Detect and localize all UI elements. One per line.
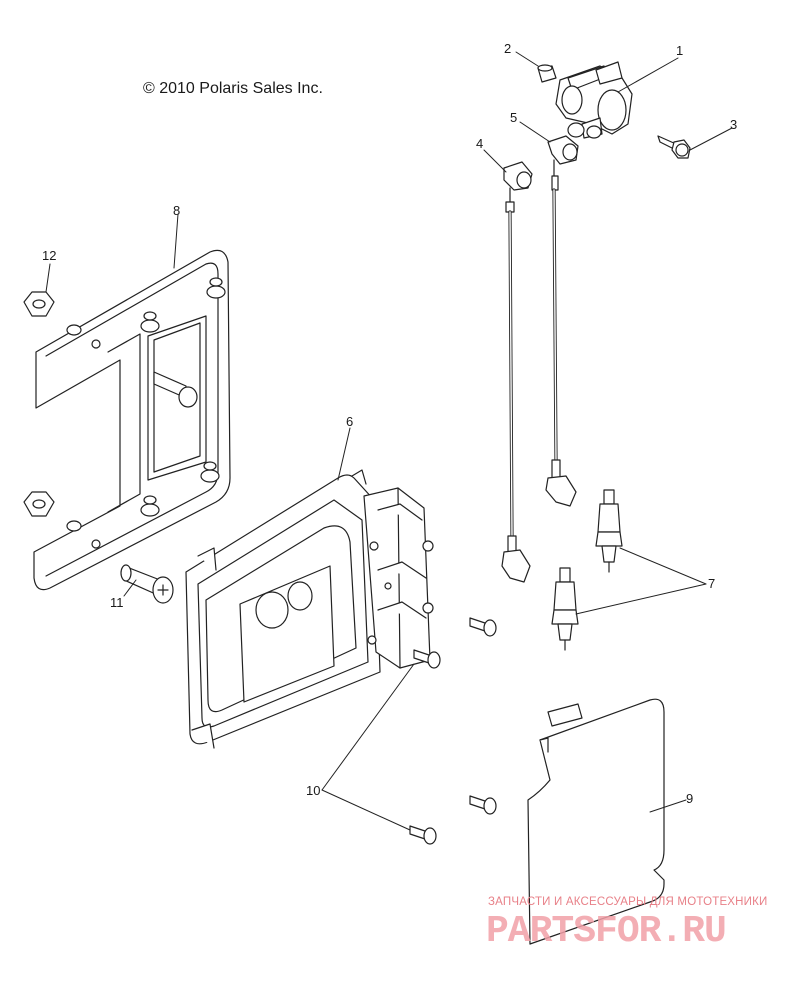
copyright-notice: © 2010 Polaris Sales Inc. — [143, 80, 323, 97]
callout-12: 12 — [42, 248, 57, 263]
watermark-tagline: ЗАПЧАСТИ И АКСЕССУАРЫ ДЛЯ МОТОТЕХНИКИ — [488, 896, 768, 908]
callout-7: 7 — [708, 576, 716, 591]
ecu-cover — [527, 698, 665, 945]
callout-2: 2 — [504, 41, 512, 56]
spark-plug — [551, 489, 623, 651]
callout-11: 11 — [110, 595, 124, 610]
callout-4: 4 — [476, 136, 484, 151]
callout-5: 5 — [510, 110, 518, 125]
coil-bolt — [657, 135, 691, 159]
ecu-module — [185, 469, 434, 749]
spark-plug-wire-short — [501, 161, 533, 583]
callout-8: 8 — [173, 203, 181, 218]
ignition-coil — [555, 61, 633, 139]
watermark-logo: PARTSFOR.RU — [486, 910, 727, 953]
flange-nut — [23, 291, 55, 517]
callout-3: 3 — [730, 117, 738, 132]
callout-1: 1 — [676, 43, 684, 58]
leader-lines — [45, 51, 733, 831]
callout-6: 6 — [346, 414, 354, 429]
mounting-screw — [120, 564, 174, 604]
mounting-plate — [33, 249, 231, 591]
callout-10: 10 — [306, 783, 321, 798]
callout-9: 9 — [686, 791, 694, 806]
grommet — [537, 64, 557, 83]
spark-plug-wire-long — [545, 135, 579, 507]
ecu-screw — [409, 617, 497, 845]
